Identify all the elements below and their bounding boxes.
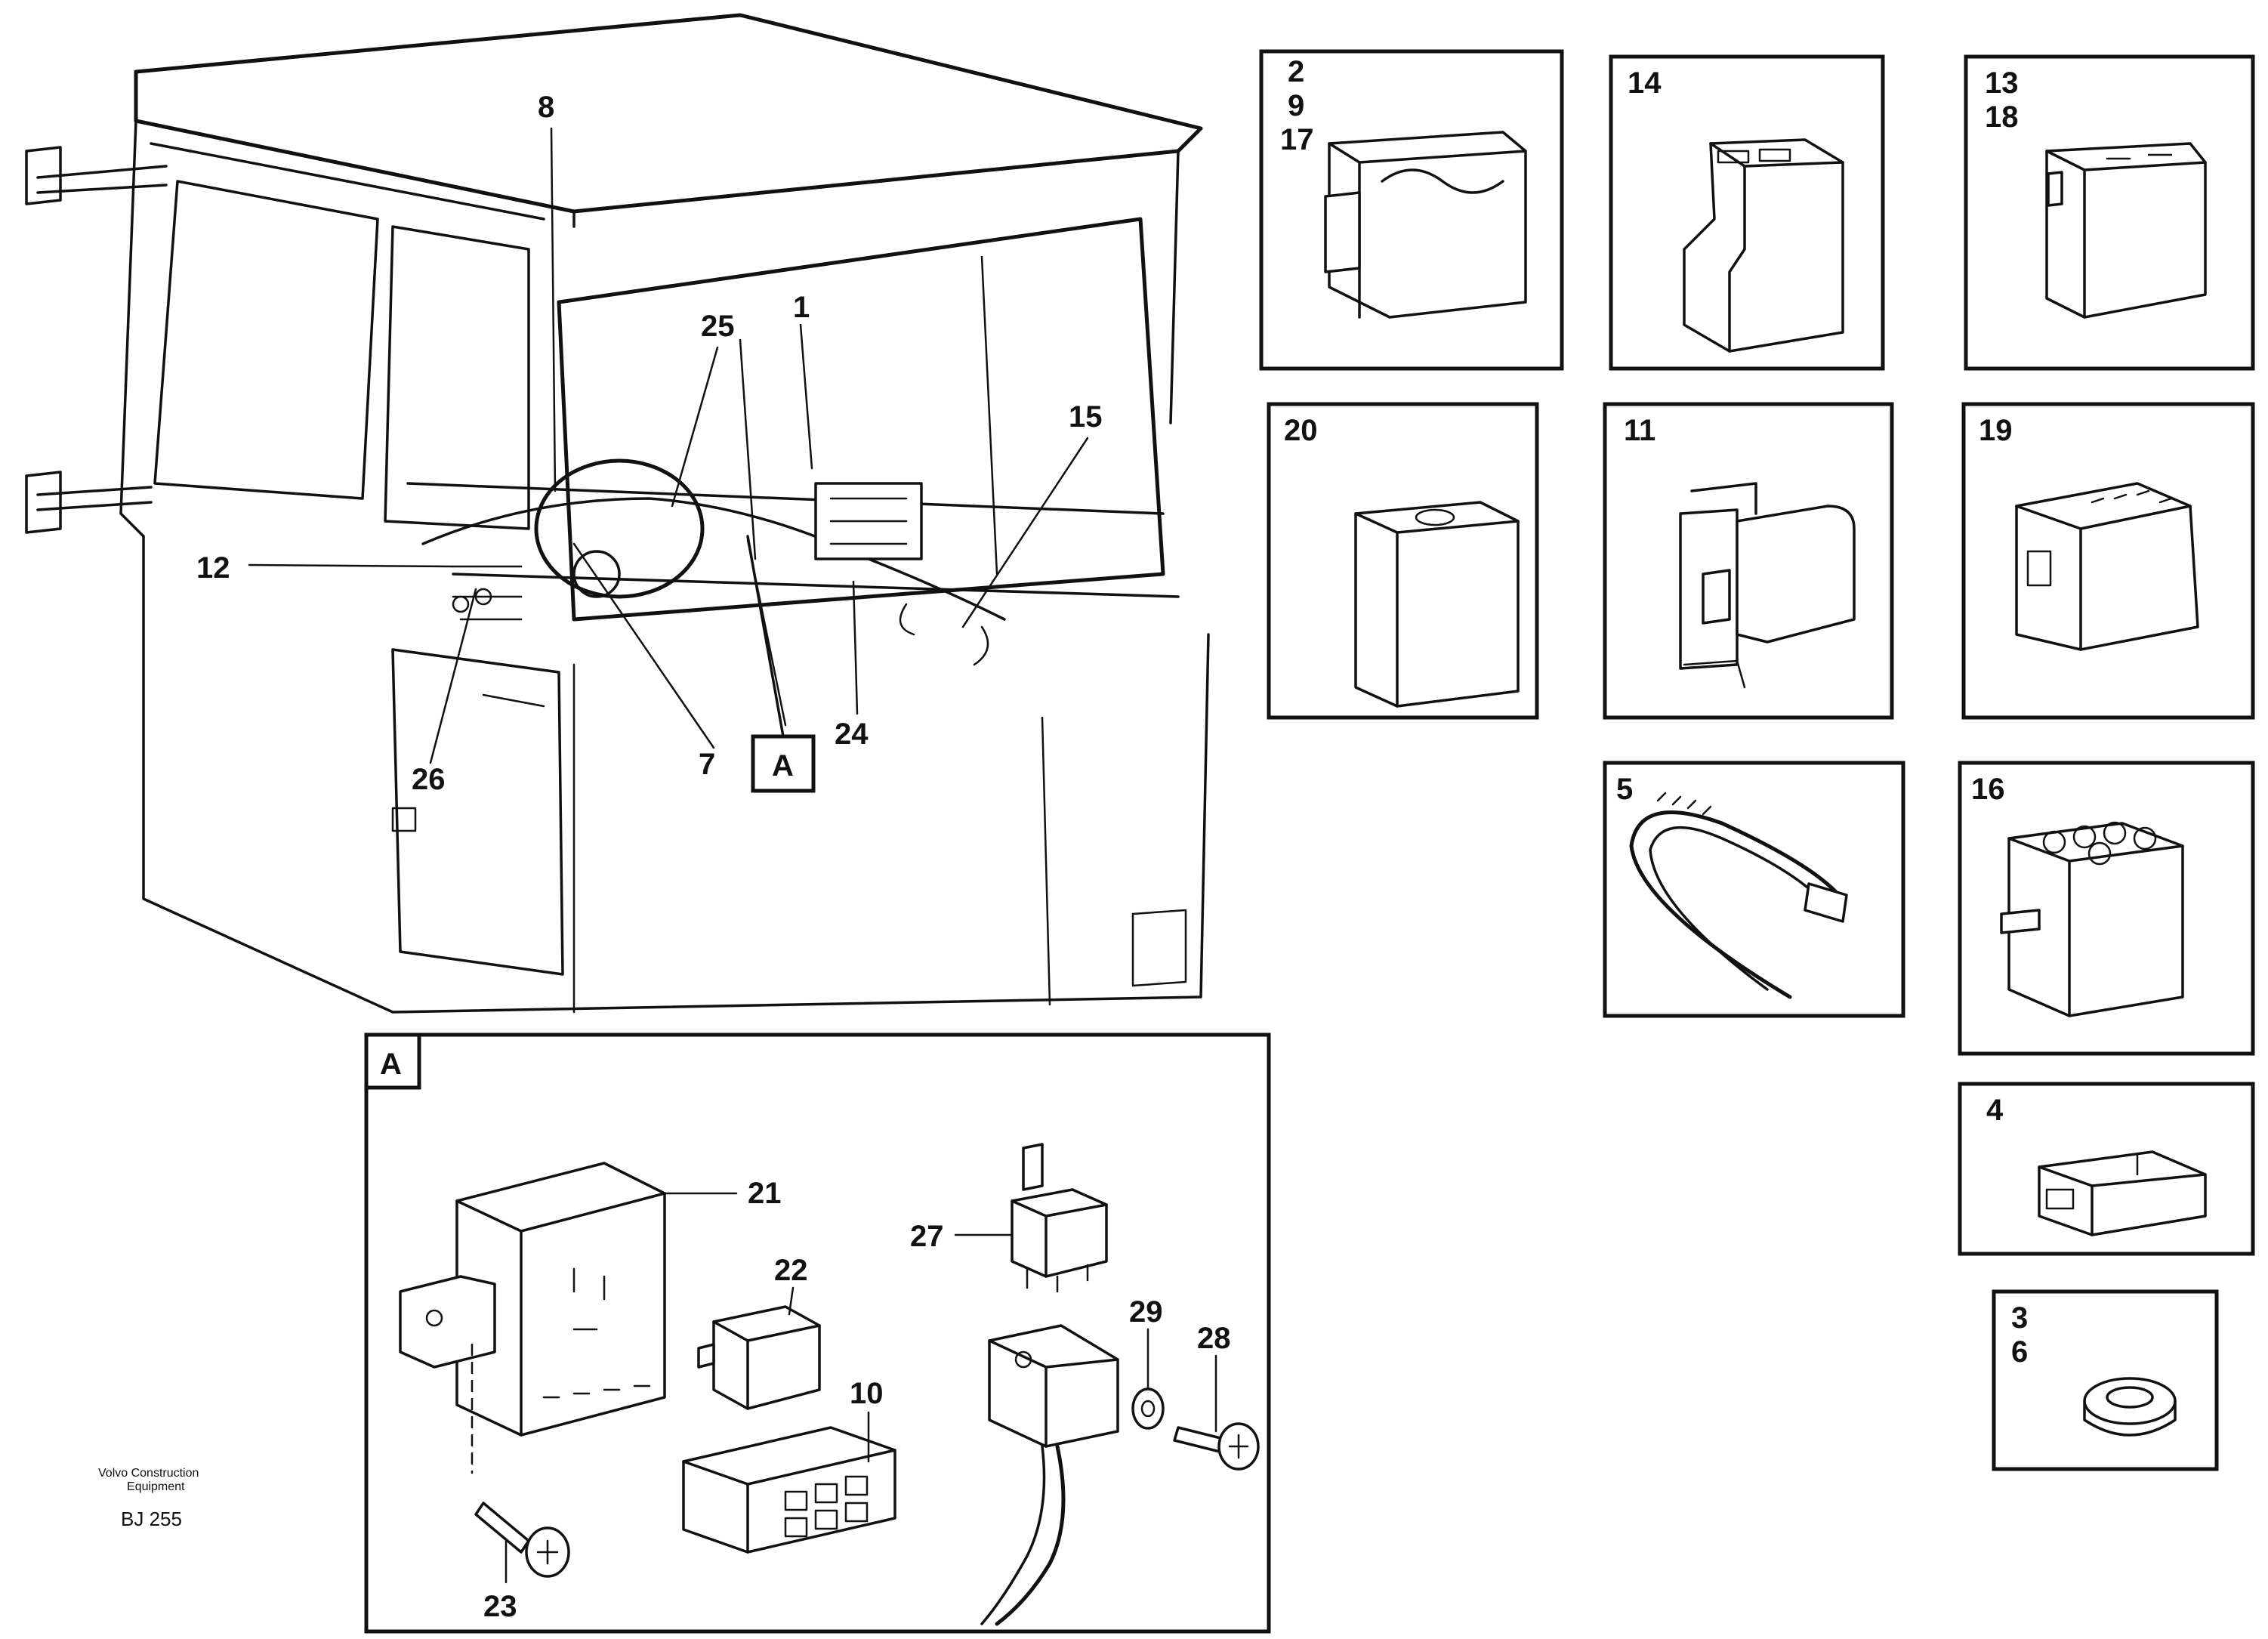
panel-16: 16 xyxy=(1958,761,2255,1056)
relay-cube-icon xyxy=(1354,501,1520,708)
panel-3-6-label-1: 3 xyxy=(2011,1301,2028,1335)
cab-illustration xyxy=(25,13,1210,1014)
connector-block-icon xyxy=(1683,138,1844,353)
part-28-screw xyxy=(1173,1422,1260,1471)
callout-10: 10 xyxy=(850,1377,884,1410)
panel-19-label: 19 xyxy=(1979,414,2013,447)
clip-holder-icon xyxy=(1679,482,1856,689)
round-pin-connector-icon xyxy=(2000,821,2184,1017)
callout-15: 15 xyxy=(1069,400,1103,434)
callout-26: 26 xyxy=(412,763,446,796)
panel-4-label: 4 xyxy=(1986,1094,2004,1127)
panel-11-label: 11 xyxy=(1624,414,1655,447)
callout-1: 1 xyxy=(793,291,810,324)
part-10-fuse-holder xyxy=(682,1426,896,1554)
part-23-screw xyxy=(474,1502,570,1578)
panel-3-6-label-2: 6 xyxy=(2011,1335,2028,1369)
part-21-control-box xyxy=(399,1162,666,1474)
panel-13-18-label-1: 13 xyxy=(1985,66,2019,100)
panel-20-label: 20 xyxy=(1284,414,1318,447)
panel-3-6: 3 6 xyxy=(1992,1289,2219,1471)
detail-a-tag: A xyxy=(380,1048,402,1081)
panel-16-label: 16 xyxy=(1971,773,2005,806)
part-29-washer xyxy=(1131,1387,1165,1430)
panel-20: 20 xyxy=(1267,402,1539,720)
callout-28: 28 xyxy=(1197,1322,1231,1355)
callout-29: 29 xyxy=(1129,1295,1163,1329)
plug-connector-icon xyxy=(2038,1150,2207,1236)
callout-25: 25 xyxy=(701,310,735,343)
main-leader-lines xyxy=(248,127,1089,764)
detail-a-tag-box xyxy=(364,1032,421,1090)
footer-company-line1: Volvo Construction xyxy=(98,1467,199,1480)
detail-ref-label: A xyxy=(772,749,794,782)
callout-24: 24 xyxy=(835,718,869,751)
panel-4: 4 xyxy=(1958,1082,2255,1256)
panel-19: 19 xyxy=(1961,402,2255,720)
panel-14-label: 14 xyxy=(1628,66,1662,100)
panel-5: 5 xyxy=(1603,761,1905,1018)
connector-block-small-icon xyxy=(2045,142,2207,319)
footer-company-line2: Equipment xyxy=(127,1480,185,1493)
part-27-relay xyxy=(1011,1143,1108,1293)
callout-23: 23 xyxy=(483,1590,517,1623)
footer-code: BJ 255 xyxy=(121,1508,182,1530)
multi-pin-connector-icon xyxy=(2015,482,2199,651)
callout-8: 8 xyxy=(538,91,554,124)
panel-2-9-17-label-1: 2 xyxy=(1288,55,1304,88)
panel-2-9-17-label-2: 9 xyxy=(1288,89,1304,122)
panel-11: 11 xyxy=(1603,402,1894,720)
callout-12: 12 xyxy=(196,551,230,585)
connector-housing-icon xyxy=(1324,131,1527,319)
callout-22: 22 xyxy=(774,1254,808,1287)
detail-ref-box xyxy=(751,734,816,793)
callout-27: 27 xyxy=(910,1220,944,1253)
panel-13-18: 13 18 xyxy=(1964,54,2255,371)
callout-7: 7 xyxy=(699,748,715,781)
callout-21: 21 xyxy=(748,1177,782,1210)
panel-5-label: 5 xyxy=(1616,773,1633,806)
panel-13-18-label-2: 18 xyxy=(1985,100,2019,134)
relay-bracket xyxy=(980,1324,1119,1626)
cable-tie-icon xyxy=(1629,792,1848,999)
part-22-relay xyxy=(697,1305,821,1410)
grommet-icon xyxy=(2083,1377,2177,1437)
panel-2-9-17: 2 9 17 xyxy=(1259,49,1564,371)
panel-2-9-17-label-3: 17 xyxy=(1280,123,1314,156)
panel-14: 14 xyxy=(1609,54,1885,371)
detail-a-panel: A 21 23 22 xyxy=(364,1032,1271,1634)
